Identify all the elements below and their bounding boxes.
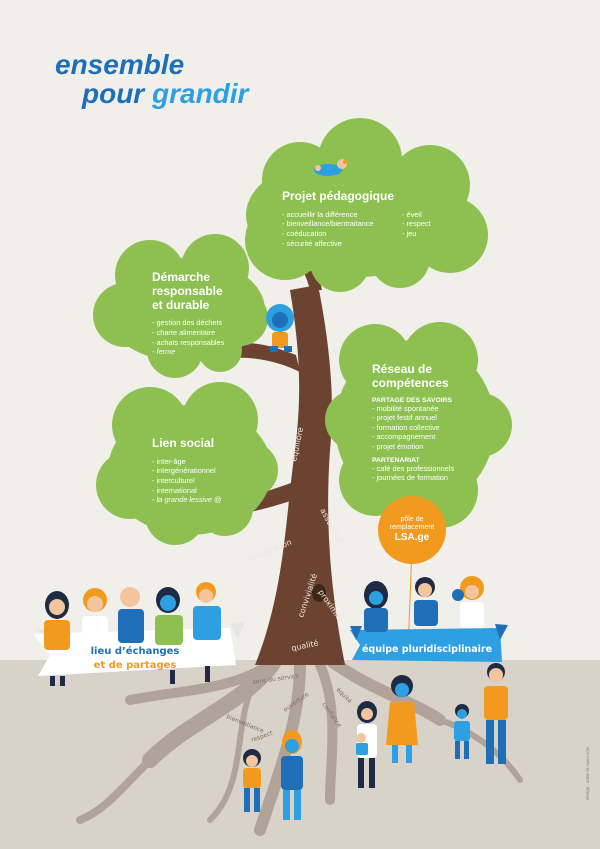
list-item: jeu	[402, 229, 431, 239]
balloon-line: pôle de	[400, 516, 424, 523]
list-item: ferme	[152, 347, 262, 357]
reseau-heading: Réseau de compétences	[372, 362, 487, 391]
list-item: interculturel	[152, 476, 267, 486]
heading-line: compétences	[372, 375, 449, 390]
child-in-tree	[266, 304, 294, 352]
left-people	[44, 582, 221, 686]
left-banner-line2: et de partages	[94, 660, 177, 671]
projet-heading: Projet pédagogique	[282, 189, 395, 203]
lien-heading: Lien social	[152, 436, 215, 450]
list-item: international	[152, 486, 267, 496]
list-item: respect	[402, 219, 431, 229]
baby-figure	[314, 159, 347, 176]
reseau-competences: Réseau de compétences PARTAGE DES SAVOIR…	[372, 362, 487, 483]
design-credit: design : anne-liz-ayes.com	[585, 746, 590, 800]
reseau-subheading: PARTENARIAT	[372, 456, 420, 464]
projet-list-1: accueillir la différence bienveillance/b…	[282, 210, 394, 249]
left-banner-line1: lieu d’échanges	[91, 645, 180, 657]
demarche-list: gestion des déchets charte alimentaire a…	[152, 318, 262, 357]
lien-social: Lien social inter-âge intergénérationnel…	[152, 436, 267, 505]
heading-line: Réseau de	[372, 362, 433, 376]
projet-list-2: éveil respect jeu	[402, 210, 431, 249]
list-item: la grande lessive @	[152, 495, 267, 505]
list-item: coéducation	[282, 229, 394, 239]
list-item: gestion des déchets	[152, 318, 262, 328]
projet-pedagogique: Projet pédagogique accueillir la différe…	[282, 189, 457, 249]
demarche-responsable: Démarche responsable et durable gestion …	[152, 270, 262, 357]
list-item: café des professionnels	[372, 464, 487, 474]
list-item: inter-âge	[152, 457, 267, 467]
reseau-subheading: PARTAGE DES SAVOIRS	[372, 396, 453, 404]
list-item: bienveillance/bientraitance	[282, 219, 394, 229]
balloon-brand: LSA.ge	[394, 532, 430, 544]
list-item: mobilité spontanée	[372, 404, 487, 414]
list-item: éveil	[402, 210, 431, 220]
reseau-list-1: mobilité spontanée projet festif annuel …	[372, 404, 487, 452]
list-item: formation collective	[372, 423, 487, 433]
list-item: projet festif annuel	[372, 413, 487, 423]
balloon-line: remplacement	[389, 524, 435, 532]
heading-line: Démarche	[152, 270, 211, 284]
title-line-2: pour grandir	[82, 80, 248, 108]
list-item: projet émotion	[372, 442, 487, 452]
list-item: intergénérationnel	[152, 466, 267, 476]
list-item: accompagnement	[372, 432, 487, 442]
title-line-1: ensemble	[55, 49, 185, 80]
right-people	[364, 576, 484, 632]
list-item: accueillir la différence	[282, 210, 394, 220]
title-pour: pour	[82, 78, 152, 109]
reseau-list-2: café des professionnels journées de form…	[372, 464, 487, 483]
lien-list: inter-âge intergénérationnel intercultur…	[152, 457, 267, 505]
demarche-heading: Démarche responsable et durable	[152, 270, 262, 312]
list-item: charte alimentaire	[152, 328, 262, 338]
balloon-label: pôle de remplacement LSA.ge	[383, 516, 441, 543]
heading-line: responsable	[152, 283, 223, 298]
list-item: journées de formation	[372, 473, 487, 483]
right-banner	[350, 624, 508, 662]
list-item: achats responsables	[152, 338, 262, 348]
heading-line: et durable	[152, 297, 210, 312]
list-item: sécurité affective	[282, 239, 394, 249]
bottom-people	[243, 663, 508, 820]
right-banner-text: équipe pluridisciplinaire	[362, 644, 492, 655]
title-grandir: grandir	[152, 78, 249, 109]
